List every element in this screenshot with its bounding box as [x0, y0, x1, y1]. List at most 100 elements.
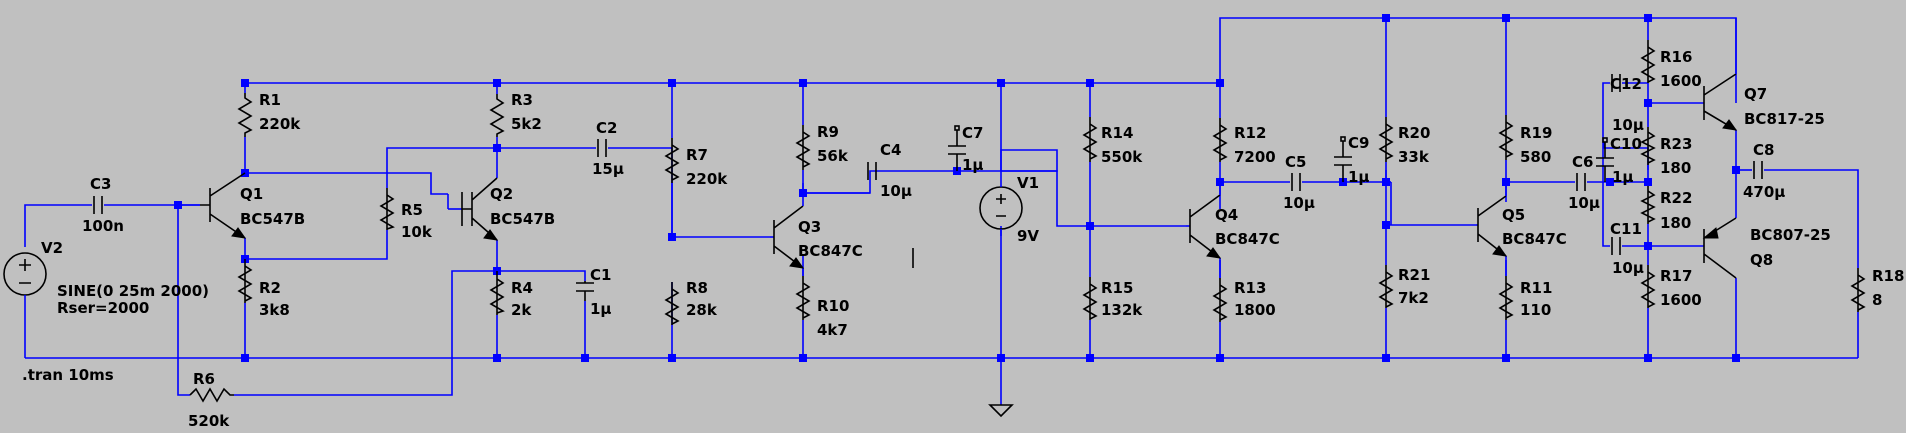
capacitor-c7[interactable]: C7 1µ: [948, 124, 983, 174]
q2-name: Q2: [490, 185, 513, 203]
capacitor-c2[interactable]: C2 15µ: [592, 119, 624, 178]
resistor-r1[interactable]: R1 220k: [237, 91, 301, 137]
r3-value: 5k2: [511, 115, 542, 133]
r23-value: 180: [1660, 159, 1691, 177]
resistor-r18[interactable]: R18 8: [1850, 267, 1904, 312]
r4-name: R4: [511, 279, 533, 297]
r11-name: R11: [1520, 279, 1552, 297]
v1-name: V1: [1017, 174, 1039, 192]
c10-name: C10: [1610, 135, 1642, 153]
resistor-r22[interactable]: R22 180: [1640, 186, 1692, 232]
c7-value: 1µ: [962, 156, 983, 174]
r22-value: 180: [1660, 214, 1691, 232]
resistor-r12[interactable]: R12 7200: [1212, 118, 1276, 166]
resistor-r7[interactable]: R7 220k: [664, 138, 728, 188]
capacitor-c10[interactable]: C10 1µ: [1596, 135, 1642, 186]
r15-value: 132k: [1101, 301, 1143, 319]
capacitor-c3[interactable]: C3 100n: [82, 175, 124, 235]
ground-icon: [988, 404, 1014, 418]
v2-name: V2: [41, 239, 63, 257]
r10-name: R10: [817, 297, 849, 315]
q8-name: Q8: [1750, 251, 1773, 269]
r17-value: 1600: [1660, 291, 1702, 309]
transistor-q3[interactable]: Q3 BC847C: [770, 183, 863, 276]
r22-name: R22: [1660, 189, 1692, 207]
resistor-r16[interactable]: R16 1600: [1640, 40, 1702, 90]
c2-value: 15µ: [592, 160, 624, 178]
c9-value: 1µ: [1348, 168, 1369, 186]
resistor-r5[interactable]: R5 10k: [379, 188, 433, 241]
capacitor-c12[interactable]: C12 10µ: [1610, 74, 1644, 134]
spice-directive[interactable]: .tran 10ms: [22, 366, 114, 384]
capacitor-c4[interactable]: C4 10µ: [803, 141, 912, 200]
voltage-source-v1[interactable]: V1 9V: [979, 174, 1039, 245]
transistor-q5[interactable]: Q5 BC847C: [1476, 182, 1567, 276]
transistor-q2[interactable]: Q2 BC547B: [447, 177, 555, 241]
transistor-q4[interactable]: Q4 BC847C: [1186, 182, 1280, 278]
r21-value: 7k2: [1398, 289, 1429, 307]
r2-name: R2: [259, 279, 281, 297]
c11-name: C11: [1610, 220, 1642, 238]
r1-name: R1: [259, 91, 281, 109]
resistor-r2[interactable]: R2 3k8: [237, 259, 290, 319]
q4-value: BC847C: [1215, 230, 1280, 248]
capacitor-c5[interactable]: C5 10µ: [1283, 153, 1315, 212]
c5-name: C5: [1285, 153, 1306, 171]
r9-name: R9: [817, 123, 839, 141]
r18-name: R18: [1872, 267, 1904, 285]
resistor-r14[interactable]: R14 550k: [1082, 117, 1143, 166]
r8-value: 28k: [686, 301, 718, 319]
r18-value: 8: [1872, 291, 1882, 309]
c2-name: C2: [596, 119, 617, 137]
capacitor-c8[interactable]: C8 470µ: [1743, 141, 1785, 201]
q3-value: BC847C: [798, 242, 863, 260]
capacitor-c9[interactable]: C9 1µ: [1334, 134, 1369, 186]
r19-value: 580: [1520, 148, 1551, 166]
c12-value: 10µ: [1612, 116, 1644, 134]
r17-name: R17: [1660, 267, 1692, 285]
r20-name: R20: [1398, 124, 1430, 142]
r6-name: R6: [193, 370, 215, 388]
c3-name: C3: [90, 175, 111, 193]
r6-value: 520k: [188, 412, 230, 430]
capacitor-c11[interactable]: C11 10µ: [1610, 220, 1644, 277]
voltage-source-v2[interactable]: V2 SINE(0 25m 2000) Rser=2000: [3, 239, 209, 358]
transistor-q1[interactable]: Q1 BC547B: [178, 172, 305, 239]
resistor-r21[interactable]: R21 7k2: [1378, 265, 1430, 308]
r7-value: 220k: [686, 170, 728, 188]
c4-name: C4: [880, 141, 901, 159]
c4-value: 10µ: [880, 182, 912, 200]
c7-name: C7: [962, 124, 983, 142]
c6-value: 10µ: [1568, 194, 1600, 212]
resistor-r4[interactable]: R4 2k: [489, 271, 533, 319]
r8-name: R8: [686, 279, 708, 297]
q5-value: BC847C: [1502, 230, 1567, 248]
r5-name: R5: [401, 201, 423, 219]
wires: [24, 17, 1859, 405]
resistor-r19[interactable]: R19 580: [1498, 115, 1552, 166]
c12-name: C12: [1610, 75, 1642, 93]
resistor-r8[interactable]: R8 28k: [664, 279, 718, 325]
r5-value: 10k: [401, 223, 433, 241]
r16-name: R16: [1660, 48, 1692, 66]
resistor-r6[interactable]: R6 520k: [188, 370, 234, 430]
capacitor-c1[interactable]: C1 1µ: [576, 266, 611, 318]
resistor-r15[interactable]: R15 132k: [1082, 277, 1143, 320]
q5-name: Q5: [1502, 206, 1525, 224]
q2-value: BC547B: [490, 210, 555, 228]
resistor-r3[interactable]: R3 5k2: [489, 91, 542, 137]
transistor-q7[interactable]: Q7 BC817-25: [1703, 18, 1825, 131]
resistor-r20[interactable]: R20 33k: [1378, 117, 1430, 166]
q1-name: Q1: [240, 185, 263, 203]
resistor-r11[interactable]: R11 110: [1498, 276, 1552, 320]
capacitor-c6[interactable]: C6 10µ: [1568, 153, 1600, 212]
resistor-r23[interactable]: R23 180: [1640, 127, 1692, 177]
r14-value: 550k: [1101, 148, 1143, 166]
transistor-q8[interactable]: BC807-25 Q8: [1702, 217, 1831, 279]
resistor-r10[interactable]: R10 4k7: [795, 276, 849, 339]
r10-value: 4k7: [817, 321, 848, 339]
resistor-r17[interactable]: R17 1600: [1640, 265, 1702, 309]
resistor-r9[interactable]: R9 56k: [795, 123, 849, 170]
resistor-r13[interactable]: R13 1800: [1212, 278, 1276, 322]
r1-value: 220k: [259, 115, 301, 133]
